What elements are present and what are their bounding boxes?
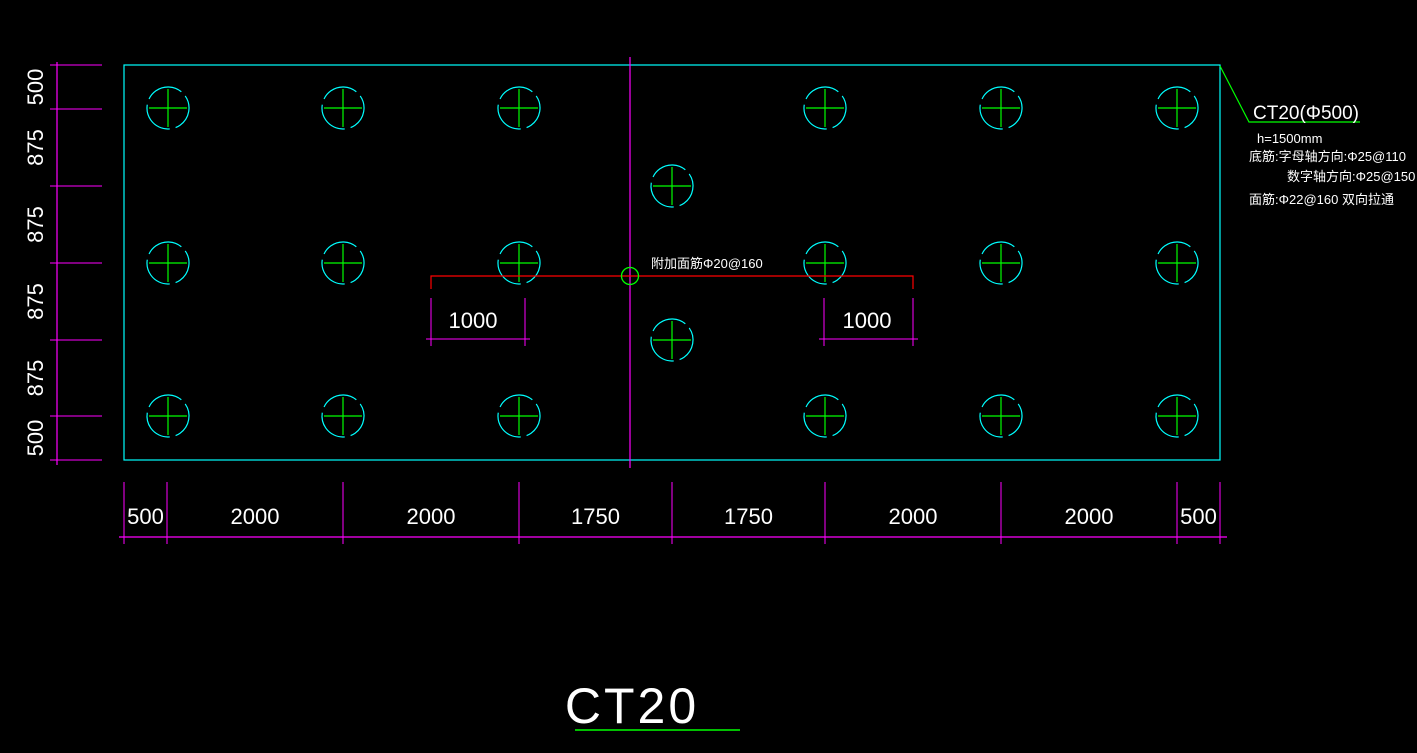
horizontal-dim-label: 500 <box>127 504 164 529</box>
note-height: h=1500mm <box>1257 131 1322 146</box>
dim-1000-left: 1000 <box>449 308 498 333</box>
additional-rebar-line <box>430 275 914 289</box>
pile-circle <box>321 241 365 285</box>
drawing-title-block: CT20 <box>565 678 740 734</box>
vertical-dimension-chain: 500 875 875 875 875 500 <box>23 62 102 465</box>
leader-line <box>1219 65 1360 123</box>
pile-circle <box>650 164 694 208</box>
annotation: CT20(Φ500) h=1500mm 底筋:字母轴方向:Φ25@110 数字轴… <box>1219 65 1415 207</box>
cap-label: CT20(Φ500) <box>1253 103 1359 124</box>
pile-circle <box>321 394 365 438</box>
vertical-dim-label: 500 <box>23 420 48 457</box>
vertical-dim-label: 875 <box>23 283 48 320</box>
drawing-title: CT20 <box>565 678 699 734</box>
pile-circle <box>803 86 847 130</box>
pile <box>1155 241 1199 285</box>
pile-circle <box>979 241 1023 285</box>
vertical-dim-label: 875 <box>23 129 48 166</box>
pile-circle <box>497 394 541 438</box>
note-bottom-rebar-letter: 底筋:字母轴方向:Φ25@110 <box>1249 149 1406 164</box>
pile-circle <box>979 86 1023 130</box>
horizontal-dim-label: 2000 <box>1065 504 1114 529</box>
pile <box>650 164 694 208</box>
pile-circle <box>146 394 190 438</box>
pile <box>321 86 365 130</box>
pile <box>321 241 365 285</box>
pile <box>497 241 541 285</box>
cap-outline <box>123 64 1221 461</box>
pile <box>497 86 541 130</box>
pile-circle <box>979 394 1023 438</box>
pile-circle <box>650 318 694 362</box>
pile-circle <box>803 241 847 285</box>
additional-rebar-label: 附加面筋Φ20@160 <box>651 256 763 271</box>
pile <box>979 86 1023 130</box>
horizontal-dimension-chain: 500 2000 2000 1750 1750 2000 2000 500 <box>119 482 1227 544</box>
pile <box>146 86 190 130</box>
pile <box>146 241 190 285</box>
pile <box>321 394 365 438</box>
pile-circle <box>497 86 541 130</box>
pile <box>650 318 694 362</box>
vertical-dim-label: 875 <box>23 360 48 397</box>
additional-rebar: 附加面筋Φ20@160 <box>430 256 914 289</box>
pile <box>803 86 847 130</box>
pile <box>979 394 1023 438</box>
pile-circle <box>497 241 541 285</box>
inner-dimensions: 1000 1000 <box>426 298 918 346</box>
pile <box>1155 394 1199 438</box>
pile <box>803 394 847 438</box>
vertical-dim-label: 500 <box>23 69 48 106</box>
pile <box>146 394 190 438</box>
horizontal-dim-label: 500 <box>1180 504 1217 529</box>
center-pile-marker <box>620 266 640 286</box>
pile <box>1155 86 1199 130</box>
horizontal-dim-label: 2000 <box>231 504 280 529</box>
pile-circle <box>146 86 190 130</box>
pile-circle <box>146 241 190 285</box>
pile <box>497 394 541 438</box>
pile <box>803 241 847 285</box>
horizontal-dim-label: 2000 <box>889 504 938 529</box>
pile-circle <box>803 394 847 438</box>
horizontal-dim-label: 1750 <box>724 504 773 529</box>
pile <box>979 241 1023 285</box>
note-top-rebar: 面筋:Φ22@160 双向拉通 <box>1249 192 1394 207</box>
note-bottom-rebar-number: 数字轴方向:Φ25@150 <box>1287 169 1415 184</box>
horizontal-dim-label: 1750 <box>571 504 620 529</box>
vertical-dim-label: 875 <box>23 206 48 243</box>
dim-1000-right: 1000 <box>843 308 892 333</box>
horizontal-dim-label: 2000 <box>407 504 456 529</box>
